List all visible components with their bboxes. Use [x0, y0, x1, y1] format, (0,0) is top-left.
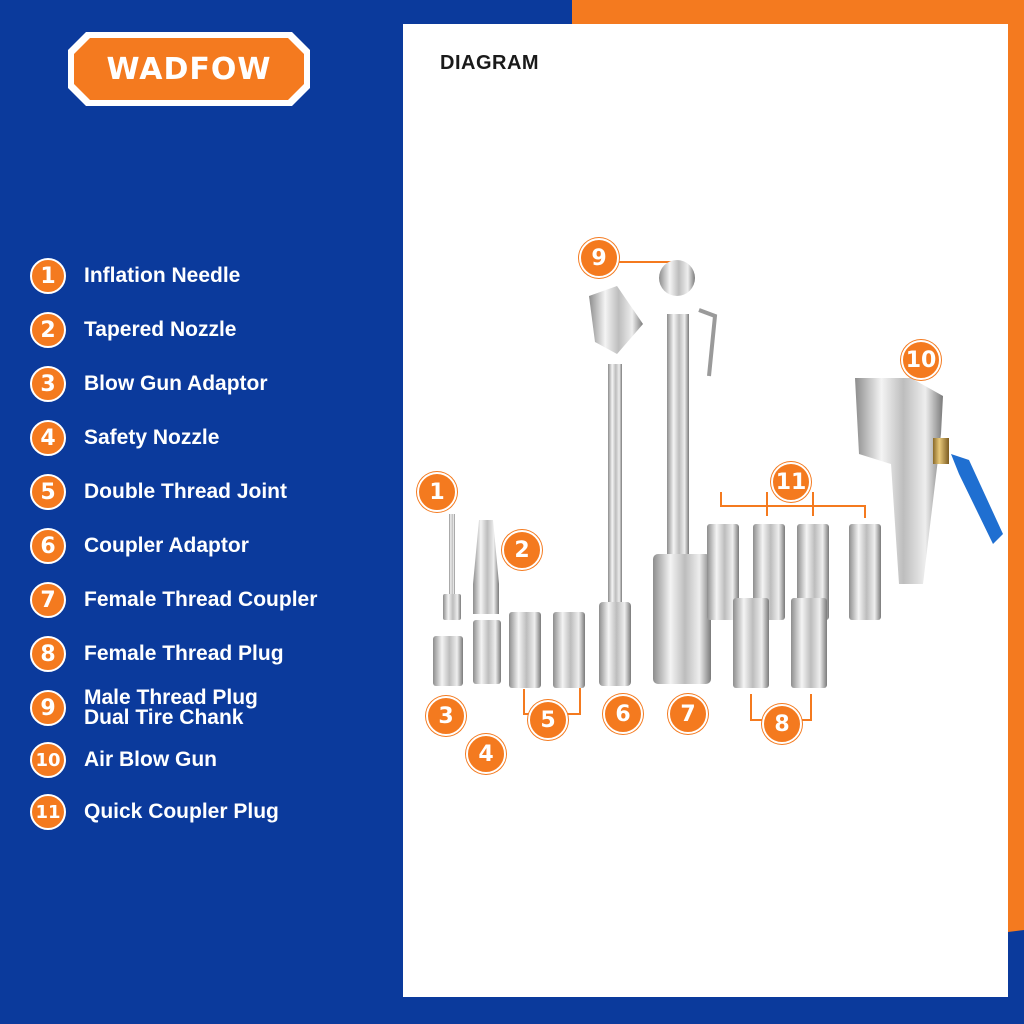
legend-label: Tapered Nozzle	[84, 318, 237, 341]
legend-label: Double Thread Joint	[84, 480, 288, 503]
legend-number-badge: 7	[30, 582, 66, 618]
female-thread-plug-part	[733, 598, 827, 688]
callout-1: 1	[417, 472, 457, 512]
legend-item: 8 Female Thread Plug	[30, 636, 284, 672]
callout-5: 5	[528, 700, 568, 740]
quick-coupler-plug-part	[707, 524, 881, 620]
legend-item: 3 Blow Gun Adaptor	[30, 366, 268, 402]
legend-item: 7 Female Thread Coupler	[30, 582, 317, 618]
logo-badge-shape	[68, 32, 310, 106]
legend-item: 2 Tapered Nozzle	[30, 312, 236, 348]
legend-label: Female Thread Coupler	[84, 588, 318, 611]
legend-label: Blow Gun Adaptor	[84, 372, 268, 395]
brand-name: WADFOW	[106, 51, 272, 87]
callout-9: 9	[579, 238, 619, 278]
air-blow-gun-part	[855, 378, 1003, 584]
inflation-needle-part	[443, 514, 461, 620]
legend-label: Inflation Needle	[84, 264, 241, 287]
legend-item: 11 Quick Coupler Plug	[30, 794, 279, 830]
legend-number-badge: 6	[30, 528, 66, 564]
double-thread-joint-part	[509, 612, 585, 688]
callout-11: 11	[771, 462, 811, 502]
legend-item: 6 Coupler Adaptor	[30, 528, 249, 564]
legend-label: Coupler Adaptor	[84, 534, 249, 557]
legend-label: Female Thread Plug	[84, 642, 284, 665]
legend-number-badge: 9	[30, 690, 66, 726]
legend-number-badge: 1	[30, 258, 66, 294]
legend-number-badge: 3	[30, 366, 66, 402]
brand-logo: WADFOW	[64, 28, 314, 110]
diagram-title: DIAGRAM	[440, 52, 540, 74]
callout-2: 2	[502, 530, 542, 570]
legend-label: Male Thread Plug Dual Tire Chank	[84, 686, 258, 729]
legend-item: 5 Double Thread Joint	[30, 474, 287, 510]
legend-label: Quick Coupler Plug	[84, 800, 279, 823]
legend-item: 10 Air Blow Gun	[30, 742, 217, 778]
legend-number-badge: 10	[30, 742, 66, 778]
legend-item: 1 Inflation Needle	[30, 258, 240, 294]
female-thread-coupler-part	[653, 554, 711, 684]
legend-label: Safety Nozzle	[84, 426, 220, 449]
callout-3: 3	[426, 696, 466, 736]
legend-number-badge: 11	[30, 794, 66, 830]
coupler-adaptor-part	[589, 286, 643, 686]
legend-number-badge: 5	[30, 474, 66, 510]
callout-7: 7	[668, 694, 708, 734]
legend-number-badge: 4	[30, 420, 66, 456]
dual-tire-chuck-part	[659, 260, 718, 564]
safety-nozzle-part	[473, 620, 501, 684]
parts-illustration	[433, 260, 1003, 721]
legend-number-badge: 8	[30, 636, 66, 672]
callout-4: 4	[466, 734, 506, 774]
tapered-nozzle-part	[473, 520, 499, 614]
legend-item: 4 Safety Nozzle	[30, 420, 219, 456]
legend-number-badge: 2	[30, 312, 66, 348]
callout-8: 8	[762, 704, 802, 744]
callout-6: 6	[603, 694, 643, 734]
legend-label: Air Blow Gun	[84, 748, 217, 771]
legend-item: 9 Male Thread Plug Dual Tire Chank	[30, 686, 258, 729]
blow-gun-adaptor-part	[433, 636, 463, 686]
callout-10: 10	[901, 340, 941, 380]
